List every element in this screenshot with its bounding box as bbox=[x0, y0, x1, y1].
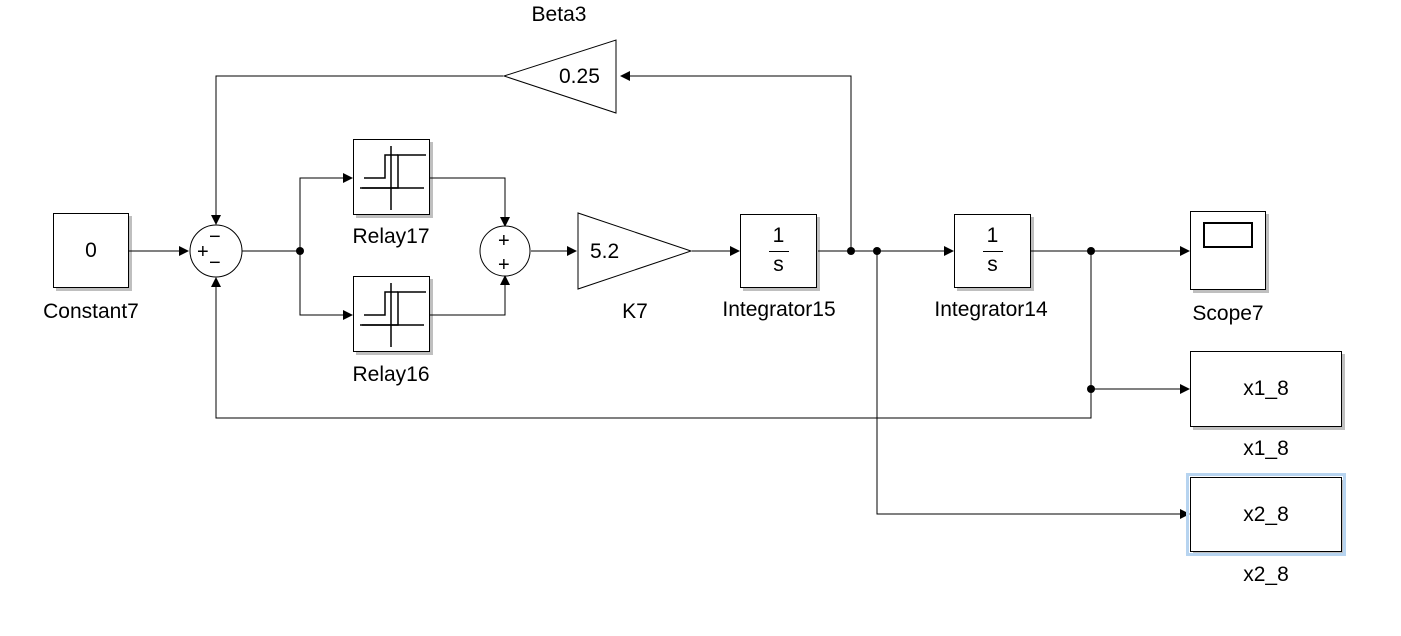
relay-hysteresis-icon bbox=[360, 146, 426, 210]
signal-relay17-to-sum2[interactable] bbox=[430, 177, 510, 227]
sum2-sign-bottom: + bbox=[498, 254, 510, 276]
x2-8-to-workspace-block[interactable]: x2_8 bbox=[1186, 473, 1346, 556]
sum1-sign-top: − bbox=[209, 226, 221, 248]
fraction-bar bbox=[982, 251, 1003, 252]
integrator15-block[interactable]: 1 s bbox=[740, 214, 817, 288]
scope7-block[interactable] bbox=[1190, 211, 1266, 290]
sum1-sign-bottom: − bbox=[209, 252, 221, 274]
k7-label: K7 bbox=[622, 300, 648, 323]
constant7-label: Constant7 bbox=[43, 300, 139, 323]
x2-8-value: x2_8 bbox=[1243, 502, 1289, 526]
x2-8-label: x2_8 bbox=[1243, 563, 1289, 586]
scope-screen-icon bbox=[1203, 222, 1253, 248]
sum1-sign-left: + bbox=[197, 241, 209, 263]
constant7-block[interactable]: 0 bbox=[53, 213, 129, 288]
sum2-block[interactable]: + + bbox=[479, 225, 531, 277]
sum2-sign-top: + bbox=[498, 230, 510, 252]
beta3-gain-block[interactable]: 0.25 bbox=[502, 39, 617, 114]
signal-to-beta3[interactable] bbox=[620, 71, 852, 251]
branch-point bbox=[847, 247, 855, 255]
integrator14-numerator: 1 bbox=[986, 224, 999, 247]
x1-8-label: x1_8 bbox=[1243, 437, 1289, 460]
branch-point bbox=[873, 247, 881, 255]
branch-point bbox=[296, 247, 304, 255]
x1-8-to-workspace-block[interactable]: x1_8 bbox=[1190, 351, 1342, 427]
relay17-block[interactable] bbox=[353, 139, 430, 215]
fraction-bar bbox=[768, 251, 789, 252]
signal-to-x1-out[interactable] bbox=[1090, 251, 1190, 394]
integrator14-label: Integrator14 bbox=[934, 298, 1048, 321]
signal-feedback-to-sum1[interactable] bbox=[211, 277, 1092, 419]
integrator15-numerator: 1 bbox=[772, 224, 785, 247]
signal-to-relay16[interactable] bbox=[299, 251, 353, 320]
k7-value: 5.2 bbox=[590, 240, 619, 263]
beta3-label: Beta3 bbox=[531, 3, 587, 26]
relay-hysteresis-icon bbox=[360, 283, 426, 347]
integrator15-label: Integrator15 bbox=[722, 298, 836, 321]
relay16-label: Relay16 bbox=[352, 363, 430, 386]
scope7-label: Scope7 bbox=[1192, 302, 1264, 325]
branch-point bbox=[1087, 385, 1095, 393]
constant7-value: 0 bbox=[85, 238, 97, 262]
signal-beta3-to-sum1[interactable] bbox=[211, 75, 503, 225]
sum1-block[interactable]: + − − bbox=[189, 224, 243, 278]
relay17-label: Relay17 bbox=[352, 225, 430, 248]
integrator15-denominator: s bbox=[773, 253, 784, 276]
signal-to-relay17[interactable] bbox=[299, 173, 353, 251]
integrator14-denominator: s bbox=[987, 253, 998, 276]
branch-point bbox=[1087, 247, 1095, 255]
integrator14-block[interactable]: 1 s bbox=[954, 214, 1031, 288]
signal-relay16-to-sum2[interactable] bbox=[430, 275, 510, 316]
beta3-value: 0.25 bbox=[559, 65, 600, 88]
relay16-block[interactable] bbox=[353, 276, 430, 352]
k7-gain-block[interactable]: 5.2 bbox=[577, 212, 693, 290]
signal-to-x2-out[interactable] bbox=[876, 251, 1190, 519]
x1-8-value: x1_8 bbox=[1243, 377, 1289, 400]
